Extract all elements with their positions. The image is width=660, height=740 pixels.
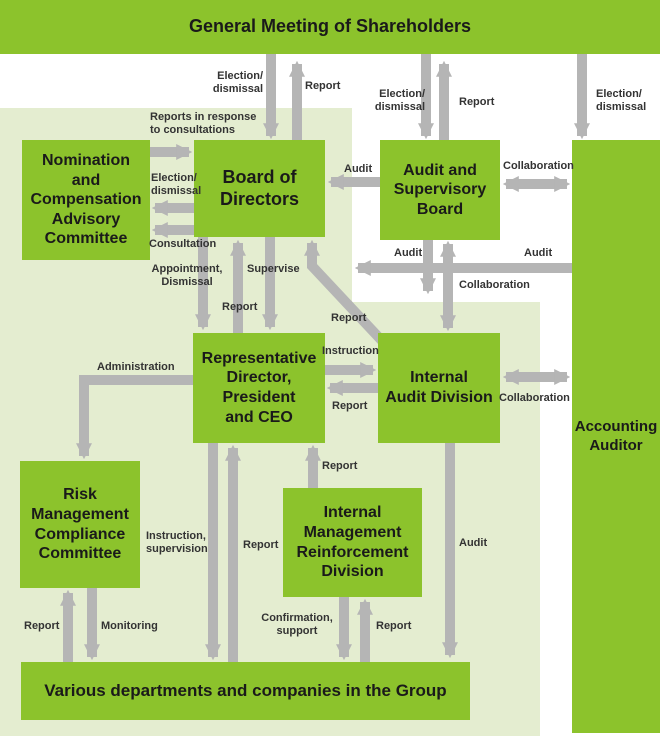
label-collaboration-asb-internal-audit: Collaboration xyxy=(459,279,530,291)
label-instruction-supervision: Instruction, supervision xyxy=(146,530,208,555)
label-election-dismissal-auditor: Election/ dismissal xyxy=(596,88,647,113)
label-report-internal-audit-ceo: Report xyxy=(332,400,368,412)
node-nomination-compensation-committee: Nomination and Compensation Advisory Com… xyxy=(22,140,150,260)
label-report-group-ceo: Report xyxy=(243,539,279,551)
node-accounting-auditor: Accounting Auditor xyxy=(572,140,660,733)
label-appointment-dismissal: Appointment, Dismissal xyxy=(151,263,223,288)
node-internal-management-reinforcement-division: Internal Management Reinforcement Divisi… xyxy=(283,488,422,597)
node-internal-audit-division: Internal Audit Division xyxy=(378,333,500,443)
label-report-board-gms: Report xyxy=(305,80,341,92)
label-audit-asb-board: Audit xyxy=(344,163,373,175)
label-audit-mid-left: Audit xyxy=(394,247,423,259)
label-report-asb-gms: Report xyxy=(459,96,495,108)
label-audit-mid-right: Audit xyxy=(524,247,553,259)
label-consultation: Consultation xyxy=(149,238,217,250)
arrow-ceo-risk-administration xyxy=(75,375,193,460)
label-report-group-reinforcement: Report xyxy=(376,620,412,632)
node-risk-management-compliance-committee: Risk Management Compliance Committee xyxy=(20,461,140,588)
label-administration: Administration xyxy=(97,361,175,373)
node-audit-supervisory-board: Audit and Supervisory Board xyxy=(380,140,500,240)
label-collaboration-asb-auditor: Collaboration xyxy=(503,160,574,172)
label-report-reinforcement-ceo: Report xyxy=(322,460,358,472)
label-collaboration-internal-audit-auditor: Collaboration xyxy=(499,392,570,404)
label-monitoring: Monitoring xyxy=(101,620,158,632)
node-group-departments: Various departments and companies in the… xyxy=(21,662,470,720)
label-report-group-risk: Report xyxy=(24,620,60,632)
label-supervise: Supervise xyxy=(247,263,300,275)
label-report-ceo-board: Report xyxy=(222,301,258,313)
arrow-internal-audit-board-report xyxy=(303,239,388,347)
label-audit-internal-audit-group: Audit xyxy=(459,537,488,549)
node-representative-director-ceo: Representative Director, President and C… xyxy=(193,333,325,443)
label-report-internal-audit-board: Report xyxy=(331,312,367,324)
label-instruction: Instruction xyxy=(322,345,379,357)
label-election-dismissal-board: Election/ dismissal xyxy=(212,70,263,95)
label-confirmation-support: Confirmation, support xyxy=(261,612,333,637)
label-reports-in-response: Reports in response to consultations xyxy=(150,111,257,136)
node-general-meeting-of-shareholders: General Meeting of Shareholders xyxy=(0,0,660,54)
node-board-of-directors: Board of Directors xyxy=(194,140,325,237)
label-election-dismissal-nomination: Election/ dismissal xyxy=(151,172,202,197)
label-election-dismissal-asb: Election/ dismissal xyxy=(374,88,425,113)
